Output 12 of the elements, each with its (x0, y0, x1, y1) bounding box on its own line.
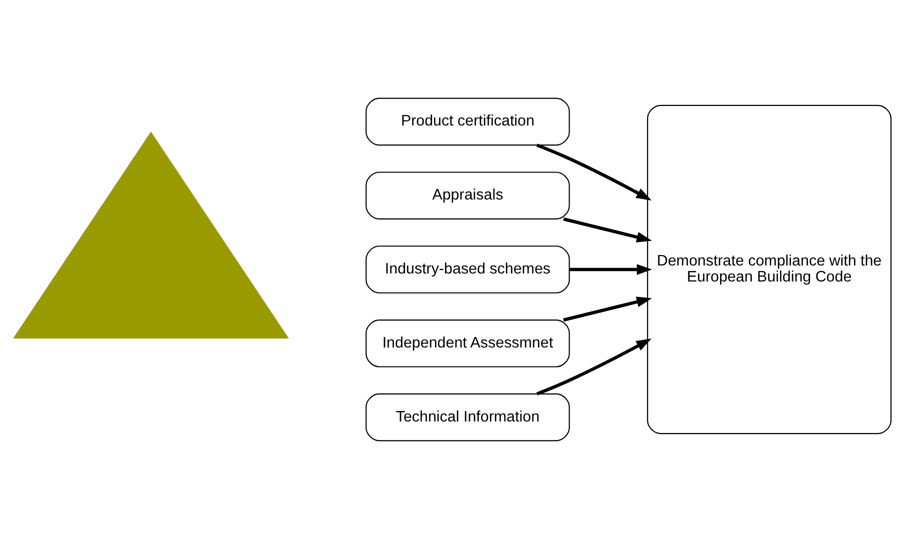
node-box: Demonstrate compliance with the European Building Code (646, 104, 892, 434)
arrow (536, 338, 652, 395)
node-box: Independent Assessmnet (365, 318, 570, 367)
node-box: Industry-based schemes (365, 245, 570, 293)
arrow (562, 216, 652, 242)
arrow (536, 143, 652, 200)
node-box: Appraisals (365, 171, 570, 220)
arrow (562, 296, 652, 322)
node-box: Product certification (365, 97, 570, 146)
node-box: Technical Information (365, 392, 570, 441)
arrow (568, 264, 652, 274)
node-triangle (12, 131, 288, 338)
